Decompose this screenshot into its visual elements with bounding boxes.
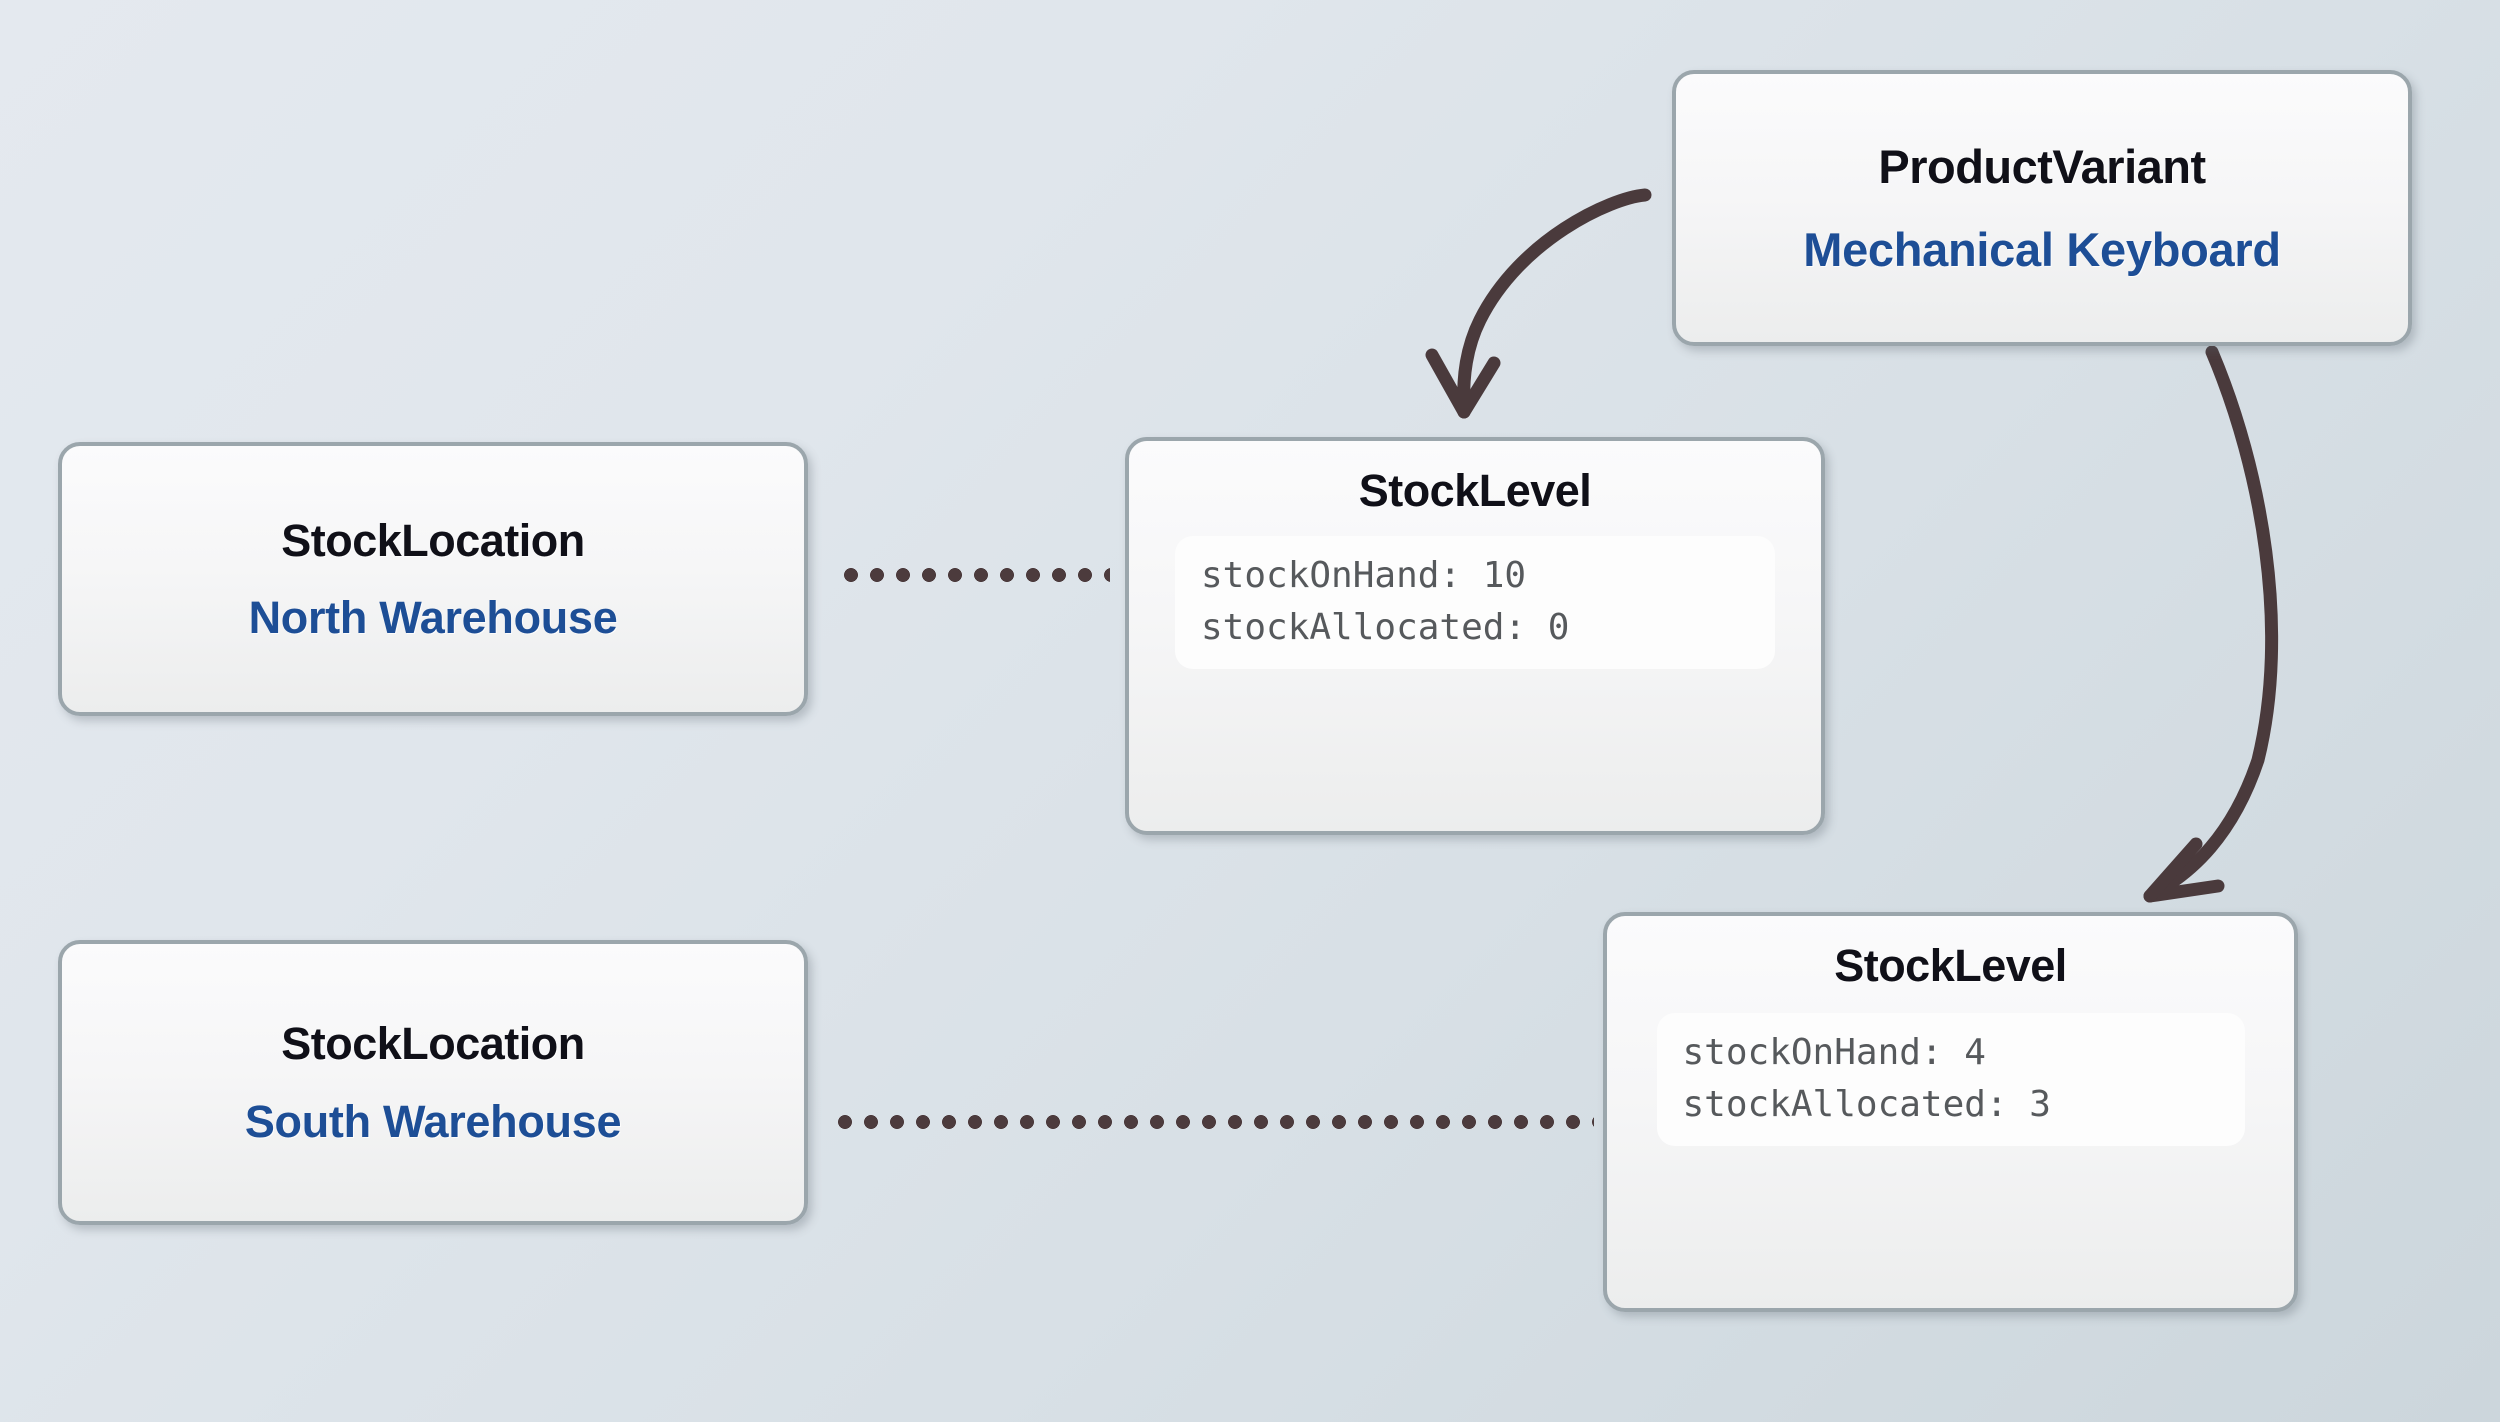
field-stock-allocated: stockAllocated: 0 <box>1201 606 1570 648</box>
node-type-label: StockLocation <box>281 1018 585 1070</box>
node-name-label: Mechanical Keyboard <box>1803 223 2281 276</box>
node-type-label: StockLevel <box>1834 940 2067 991</box>
node-name-label: South Warehouse <box>244 1095 622 1147</box>
node-stock-location-south[interactable]: StockLocation South Warehouse <box>58 940 808 1225</box>
node-type-label: StockLevel <box>1358 465 1592 516</box>
node-type-label: StockLocation <box>281 514 585 566</box>
arrow-variant-to-stocklevel-top <box>1425 188 1652 419</box>
node-product-variant[interactable]: ProductVariant Mechanical Keyboard <box>1672 70 2412 346</box>
field-stock-on-hand: stockOnHand: 4 <box>1682 1032 1986 1074</box>
node-stock-level-north[interactable]: StockLevel stockOnHand: 10 stockAllocate… <box>1125 437 1825 835</box>
field-panel: stockOnHand: 4 stockAllocated: 3 <box>1656 1013 2245 1147</box>
node-type-label: ProductVariant <box>1878 139 2206 193</box>
field-stock-allocated: stockAllocated: 3 <box>1682 1083 2051 1125</box>
link-south-warehouse-to-stocklevel <box>832 1115 1594 1129</box>
field-stock-on-hand: stockOnHand: 10 <box>1201 555 1527 597</box>
arrow-variant-to-stocklevel-bottom <box>2143 345 2279 903</box>
node-stock-location-north[interactable]: StockLocation North Warehouse <box>58 442 808 716</box>
field-panel: stockOnHand: 10 stockAllocated: 0 <box>1175 536 1775 670</box>
link-north-warehouse-to-stocklevel <box>838 568 1110 582</box>
node-name-label: North Warehouse <box>248 592 618 643</box>
node-stock-level-south[interactable]: StockLevel stockOnHand: 4 stockAllocated… <box>1603 912 2298 1312</box>
